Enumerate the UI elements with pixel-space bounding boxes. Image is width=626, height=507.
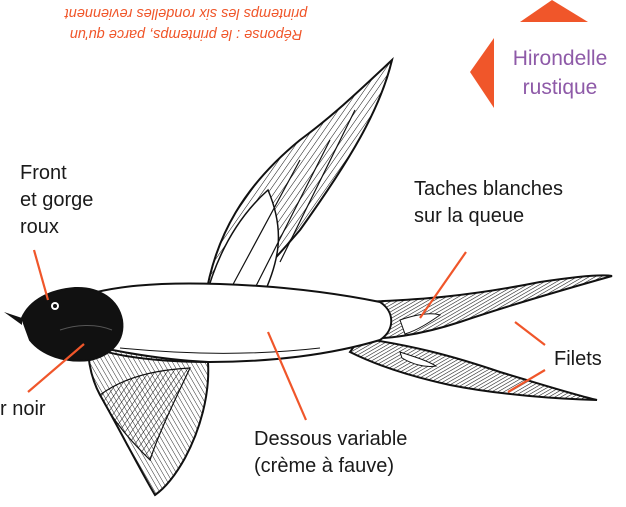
answer-line-2: printemps les six rondelles reviennent [0,2,372,23]
upper-wing [205,60,392,300]
tail [350,275,612,400]
label-tail-spots-line-2: sur la queue [414,203,563,230]
species-title-line-1: Hirondelle [512,44,608,73]
orange-arrow-up-icon [520,0,588,22]
label-belly-line-2: (crème à fauve) [254,453,407,480]
label-forehead: Front et gorge roux [20,160,93,241]
label-forehead-line-2: et gorge [20,187,93,214]
lower-wing [88,345,208,495]
label-tail-spots-line-1: Taches blanches [414,176,563,203]
label-forehead-line-1: Front [20,160,93,187]
species-title: Hirondelle rustique [512,44,608,102]
label-forehead-line-3: roux [20,214,93,241]
pointer-forehead [34,250,48,300]
label-belly: Dessous variable (crème à fauve) [254,426,407,480]
label-breast-collar: r noir [0,396,46,423]
answer-line-1: Réponse : le printemps, parce qu'un [0,23,372,44]
orange-arrow-left-icon [470,38,494,108]
label-tail-spots: Taches blanches sur la queue [414,176,563,230]
label-streamers: Filets [554,346,602,373]
label-belly-line-1: Dessous variable [254,426,407,453]
species-title-line-2: rustique [512,73,608,102]
head [4,288,122,361]
pointer-streamer-top [515,322,545,345]
upside-down-answer: Réponse : le printemps, parce qu'un prin… [0,2,372,44]
